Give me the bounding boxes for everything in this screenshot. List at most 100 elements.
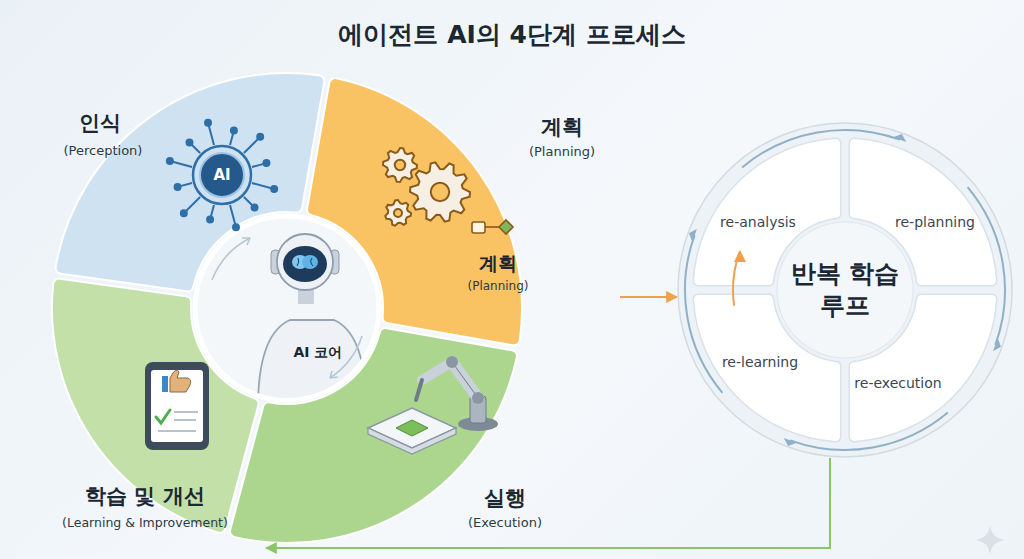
robot-arm-icon-part (396, 420, 428, 436)
flow-icon (472, 220, 513, 234)
flow-arrow (266, 458, 830, 548)
loop-circle: 반복 학습 루프 (677, 122, 1013, 458)
ai-chip-icon-part-part (170, 161, 192, 167)
robot-figure-part (297, 258, 313, 266)
loop-step-label: re-planning (895, 214, 975, 231)
ai-chip-icon-part-part (244, 137, 260, 153)
node-subtitle: (Learning & Improvement) (62, 515, 228, 530)
ai-chip-icon-part (167, 120, 277, 230)
robot-figure-part (277, 234, 333, 290)
loop-ring-part (784, 438, 797, 446)
tablet-icon-part (158, 412, 198, 431)
sparkle-mark (976, 526, 1004, 554)
ai-chip-icon-part-part (186, 139, 192, 145)
core-cycle-arrows (212, 238, 362, 378)
loop-ring-part (790, 413, 948, 450)
tablet-icon-part (162, 376, 168, 392)
tablet-icon-part (145, 362, 209, 450)
flow-icon-part (485, 226, 500, 228)
core-cycle-arrows-part (330, 371, 338, 378)
ai-chip-icon-part-part (230, 131, 234, 145)
node-heading: 학습 및 개선 (85, 484, 205, 509)
robot-figure-part (330, 250, 339, 274)
tablet-icon-part (151, 370, 203, 442)
node-heading: 반복 학습 루프 (780, 258, 910, 323)
loop-ring-part (777, 222, 913, 358)
node-heading: AI 코어 (294, 344, 343, 361)
robot-figure-part (302, 255, 318, 269)
loop-ring-part (678, 123, 1012, 457)
robot-figure-part (292, 255, 308, 269)
robot-arm-icon-part (452, 362, 478, 398)
robot-arm-icon-part (422, 362, 452, 380)
gear-icon-part (410, 162, 470, 221)
robot-arm-icon-part (446, 356, 458, 368)
ai-chip-icon-part-part (252, 183, 274, 189)
ai-chip-icon-part (193, 146, 251, 204)
gear-icon-part (385, 200, 411, 226)
ai-chip-icon-part-part (231, 128, 237, 134)
flow-icon-part (472, 222, 485, 233)
robot-arm-icon-part (470, 396, 486, 423)
core-cycle-arrows-part (212, 238, 250, 280)
ai-chip-icon-part-part (263, 160, 269, 166)
loop-ring-part (742, 130, 900, 167)
ai-chip-icon-part-part (167, 158, 173, 164)
node-heading: 인식 (79, 111, 121, 136)
core-disc (195, 216, 379, 400)
node-heading: 계획 (541, 115, 583, 140)
ai-chip-icon-part-part (178, 183, 192, 187)
core-cycle-arrows-part (330, 336, 362, 378)
gear-icon-part (431, 183, 449, 201)
robot-arm-icon (368, 356, 498, 454)
tablet-icon-part (170, 370, 191, 392)
ai-chip-icon-part-part (230, 205, 236, 227)
loop-ring-part (993, 338, 1001, 351)
chip-label: AI (213, 166, 230, 184)
flow-icon-part (499, 220, 513, 234)
robot-arm-icon-part (416, 380, 422, 400)
loop-ring-part (893, 134, 906, 142)
ai-chip-icon-part-part (252, 163, 266, 167)
node-heading: 실행 (484, 486, 526, 511)
robot-arm-icon-part (368, 408, 456, 448)
ai-core-circle: AI 코어 (195, 216, 379, 400)
ai-chip-icon-part-part (205, 120, 211, 126)
node-subtitle: (Execution) (468, 515, 542, 531)
ai-chip-icon-part-part (175, 184, 181, 190)
ai-chip-icon-part-part (207, 216, 213, 222)
node-subtitle: (Planning) (529, 144, 595, 160)
robot-figure-part (283, 246, 327, 282)
node-subtitle: (Perception) (64, 143, 143, 159)
ai-chip-icon-part-part (271, 186, 277, 192)
loop-ring-part (968, 187, 1005, 345)
ai-chip-icon-part-part (233, 224, 239, 230)
robot-figure (258, 234, 366, 408)
loop-step-label: re-execution (854, 375, 941, 392)
robot-arm-icon-part (368, 428, 456, 454)
flow-arrow (620, 296, 677, 298)
gear-icon-part (394, 209, 402, 217)
ai-chip-icon-part-part (181, 210, 187, 216)
loop-step-label: re-learning (722, 354, 798, 371)
diagram-title: 에이전트 AI의 4단계 프로세스 (338, 20, 685, 50)
loop-circle-shape-part (678, 123, 1012, 457)
ai-core-circle-shape (195, 216, 379, 400)
ai-chip-icon-part-part (184, 197, 200, 213)
ai-chip-icon-part (200, 153, 244, 197)
tablet-icon (145, 362, 209, 450)
ai-chip-icon-part-part (210, 205, 214, 219)
ai-chip-icon-part-part (208, 123, 214, 145)
robot-figure-part (258, 320, 366, 408)
node-heading: 계획 (479, 252, 517, 275)
ai-chip-icon-part-part (252, 205, 258, 211)
loop-ring-part (685, 235, 722, 393)
ai-chip-icon-part-part (257, 134, 263, 140)
gear-icon-part (395, 160, 405, 170)
robot-arm-icon-part (452, 362, 478, 398)
ai-chip-icon-part-part (244, 197, 255, 208)
tablet-icon-part (156, 410, 170, 423)
robot-arm-icon-part (472, 392, 484, 404)
ai-chip-icon (167, 120, 277, 230)
